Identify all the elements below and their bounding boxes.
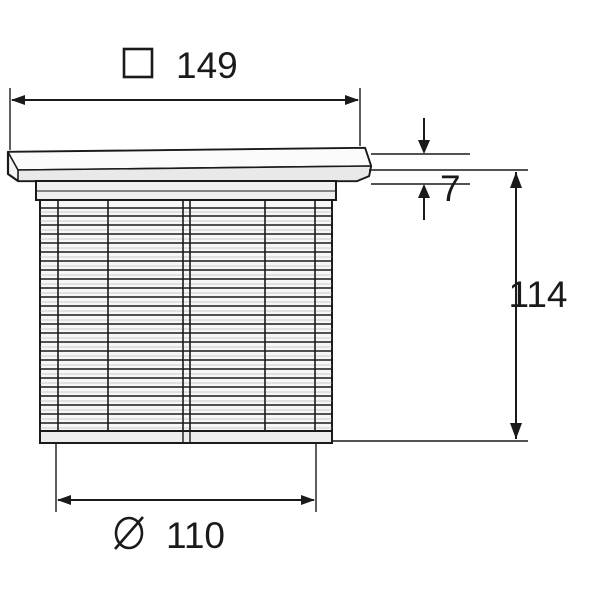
dimension-thickness-7: 7 xyxy=(371,118,470,220)
dimension-width-149 xyxy=(9,88,361,150)
square-symbol-icon xyxy=(122,47,154,79)
bottom-rim xyxy=(39,430,333,444)
width-value-text: 149 xyxy=(176,45,238,86)
dimension-diameter-110 xyxy=(55,443,317,512)
ribbed-barrel xyxy=(39,199,333,444)
label-diameter-110: 110 xyxy=(114,515,225,556)
rib-shading xyxy=(40,211,332,429)
diameter-symbol-icon xyxy=(114,516,144,550)
vertical-ribs xyxy=(57,200,316,440)
neck-section xyxy=(35,180,337,201)
diameter-value-text: 110 xyxy=(166,515,225,556)
product-body xyxy=(6,146,373,444)
label-width-149: 149 xyxy=(122,45,238,86)
height-value-text: 114 xyxy=(509,274,568,315)
thickness-value-text: 7 xyxy=(440,168,461,209)
dimension-height-114: 114 xyxy=(332,169,568,442)
top-flange xyxy=(6,146,373,183)
